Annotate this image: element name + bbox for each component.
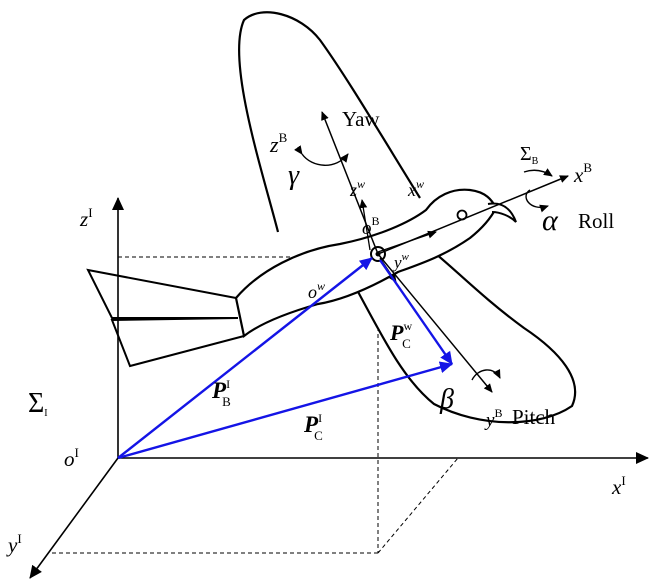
- alpha-label: α: [542, 204, 559, 237]
- z-w-label: zw: [349, 177, 365, 200]
- x-w-axis: [377, 230, 437, 253]
- yaw-rotation-arc: [294, 145, 349, 166]
- tail-lower-feather: [110, 317, 245, 368]
- sigma-i-label: ΣI: [28, 388, 48, 419]
- vector-p-b: [117, 257, 373, 459]
- gamma-label: γ: [288, 160, 300, 191]
- o-b-label: oB: [362, 214, 380, 239]
- beta-label: β: [439, 384, 454, 415]
- roll-rotation-arc-top: [523, 168, 553, 177]
- tail-upper-feather: [86, 268, 238, 319]
- x-i-label: xI: [611, 473, 626, 499]
- upper-wing-outline: [237, 11, 421, 233]
- sigma-b-label: ΣB: [520, 143, 539, 167]
- z-b-axis: [321, 111, 379, 255]
- o-i-label: oI: [64, 445, 79, 471]
- z-w-axis: [359, 199, 371, 251]
- yaw-label: Yaw: [342, 107, 380, 131]
- roll-label: Roll: [578, 209, 614, 233]
- z-b-label: zB: [269, 130, 288, 157]
- lower-wing-outline: [355, 245, 577, 424]
- roll-rotation-arc: [525, 189, 549, 213]
- y-w-label: yw: [392, 251, 410, 272]
- bird-beak: [487, 202, 517, 223]
- pitch-label: Pitch: [512, 405, 556, 429]
- position-vectors: [117, 257, 453, 460]
- vector-p-c-i: [117, 361, 453, 460]
- vector-p-c-w: [379, 259, 453, 365]
- o-w-label: ow: [308, 279, 325, 302]
- y-i-label: yI: [6, 531, 22, 557]
- y-b-axis: [377, 253, 493, 393]
- x-w-label: xw: [407, 177, 424, 200]
- x-b-label: xB: [573, 160, 592, 187]
- y-i-axis: [29, 457, 119, 579]
- y-b-label: yB: [484, 406, 502, 431]
- pitch-rotation-arc: [471, 369, 501, 381]
- z-i-label: zI: [79, 205, 93, 231]
